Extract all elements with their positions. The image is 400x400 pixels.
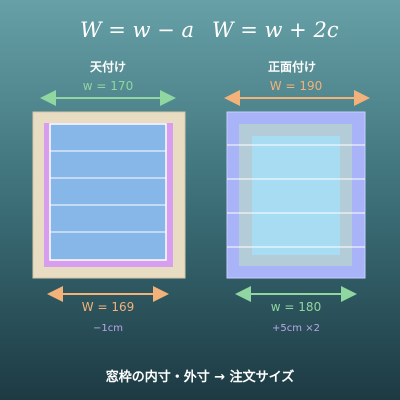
- outside-mount-figure: [226, 111, 366, 279]
- heading-outside-mount: 正面付け: [267, 60, 316, 74]
- note-right: +5cm ×2: [272, 323, 320, 334]
- formula-inside-mount: W = w − a: [80, 18, 194, 42]
- formula-outside-mount: W = w + 2c: [212, 18, 339, 42]
- dimension-right-top: W = 190: [269, 79, 323, 93]
- window-glass: [252, 136, 340, 255]
- dimension-left-bottom: W = 169: [81, 300, 135, 314]
- blind-panel: [49, 123, 167, 261]
- footer-caption: 窓枠の内寸・外寸 → 注文サイズ: [105, 370, 295, 385]
- note-left: −1cm: [93, 323, 123, 334]
- dimension-right-bottom: w = 180: [270, 300, 322, 314]
- dimension-left-top: w = 170: [82, 79, 134, 93]
- inside-mount-figure: [32, 111, 186, 279]
- heading-inside-mount: 天付け: [89, 60, 126, 74]
